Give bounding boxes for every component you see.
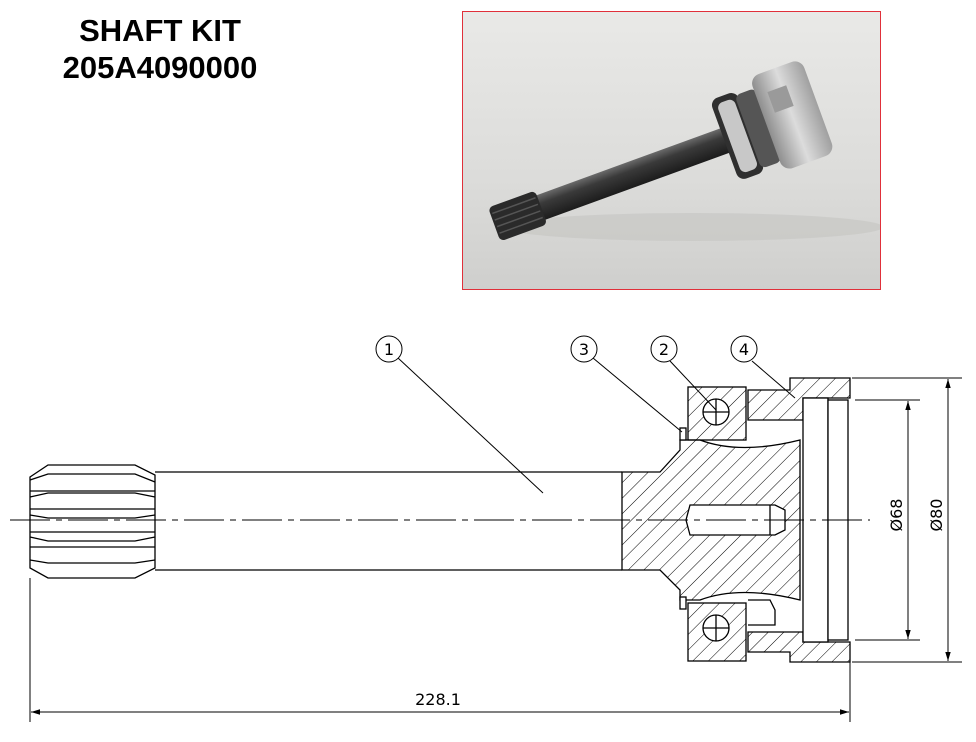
length-dimension-label: 228.1	[415, 690, 461, 709]
balloon-1	[375, 335, 403, 363]
product-photo	[462, 11, 881, 290]
product-name: SHAFT KIT	[79, 13, 241, 48]
balloon-4	[730, 335, 758, 363]
shaft	[155, 471, 622, 571]
outer-diameter-label: Ø80	[927, 499, 946, 532]
shaft-kit-photo	[489, 61, 880, 241]
balloon-label-2: 2	[659, 340, 669, 359]
balloon-3	[570, 335, 598, 363]
bearing	[687, 386, 747, 662]
part-number: 205A4090000	[62, 50, 258, 85]
spline-end	[29, 464, 156, 579]
balloon-2	[650, 335, 678, 363]
inner-diameter-label: Ø68	[887, 499, 906, 532]
product-title: SHAFT KIT 205A4090000	[20, 12, 300, 86]
balloon-label-3: 3	[579, 340, 589, 359]
balloon-label-1: 1	[384, 340, 394, 359]
balloon-label-4: 4	[739, 340, 749, 359]
